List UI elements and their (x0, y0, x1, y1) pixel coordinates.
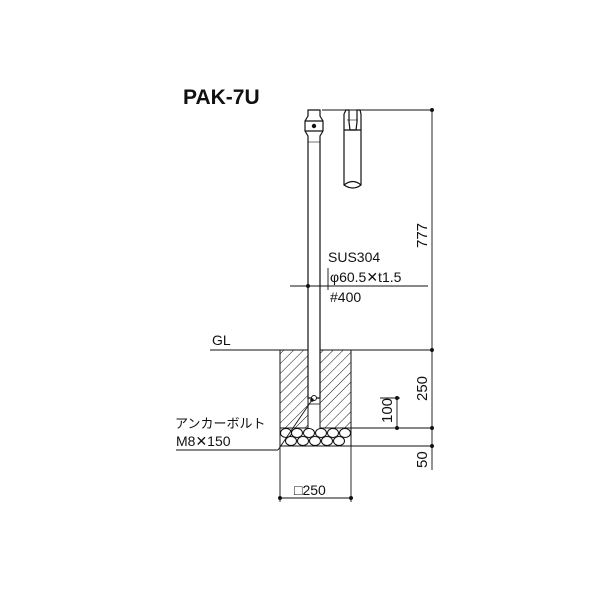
anchor-bolt-label-line2: M8✕150 (176, 433, 231, 449)
anchor-bolt-leader (176, 398, 314, 451)
gravel-stone (285, 436, 297, 446)
height-dimension-lines (322, 108, 434, 470)
gravel-stone (303, 428, 315, 438)
gravel-stone (327, 428, 339, 438)
gravel-stone (315, 428, 327, 438)
dimension-250: 250 (414, 376, 431, 401)
bollard-post (304, 109, 324, 399)
material-callout (290, 268, 428, 290)
material-spec-line1: SUS304 (328, 249, 380, 265)
width-dimension-lines (278, 446, 353, 502)
gravel-stone (339, 428, 351, 438)
anchor-bolt-label-line1: アンカーボルト (175, 416, 265, 431)
ground-level-label: GL (212, 332, 231, 348)
material-spec-line3: #400 (330, 289, 361, 305)
gravel-stone (297, 436, 309, 446)
dimension-50: 50 (414, 451, 431, 468)
concrete-foundation (279, 349, 352, 447)
gravel-stone (291, 428, 303, 438)
dimension-width: □250 (294, 482, 326, 498)
dimension-100: 100 (379, 398, 396, 423)
gravel-stone (309, 436, 321, 446)
drawing-title: PAK-7U (183, 86, 260, 109)
gravel-stone (321, 436, 333, 446)
material-spec-line2: φ60.5✕t1.5 (330, 269, 402, 285)
gravel-layer (280, 428, 351, 446)
gravel-stone (333, 436, 345, 446)
dimension-777: 777 (414, 223, 431, 248)
post-side-view (343, 109, 362, 189)
